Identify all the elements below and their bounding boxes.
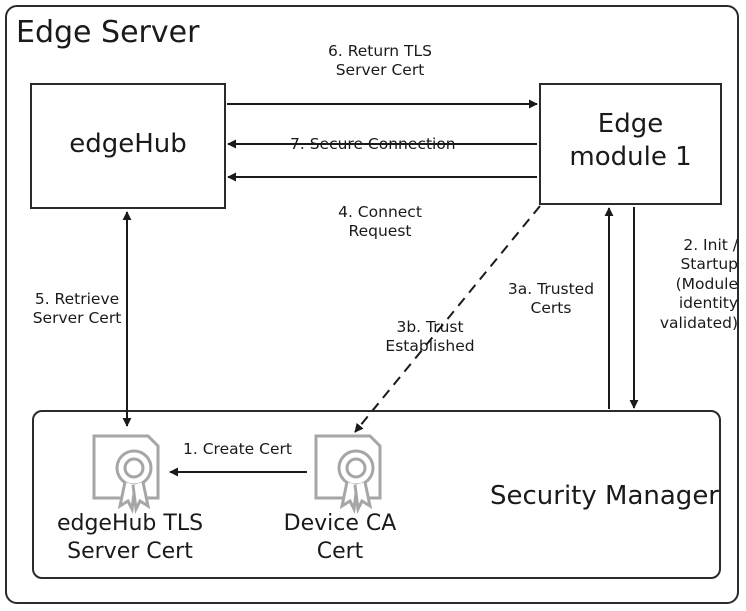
arrow-3b-trust-established [354, 205, 541, 433]
edge-label-3b: 3b. Trust Established [385, 318, 475, 356]
edge-label-4: 4. Connect Request [338, 203, 422, 241]
security-manager-label: Security Manager [490, 481, 719, 511]
edge-module-label: Edge module 1 [569, 109, 692, 172]
edge-label-2: 2. Init / Startup (Module identity valid… [659, 236, 738, 332]
device-ca-cert-label: Device CA Cert [283, 511, 397, 564]
edge-module-node [539, 83, 722, 205]
edgehub-label: edgeHub [69, 129, 187, 159]
container-title: Edge Server [16, 15, 200, 50]
edgehub-node [30, 83, 226, 209]
certificate-icon [92, 434, 160, 515]
certificate-icon [314, 434, 382, 515]
edge-label-3a: 3a. Trusted Certs [507, 280, 595, 318]
edge-label-6: 6. Return TLS Server Cert [327, 42, 433, 80]
edge-label-5: 5. Retrieve Server Cert [32, 290, 122, 328]
edge-label-1: 1. Create Cert [183, 440, 292, 458]
edge-server-container [5, 5, 739, 604]
edgehub-cert-label: edgeHub TLS Server Cert [56, 511, 204, 564]
